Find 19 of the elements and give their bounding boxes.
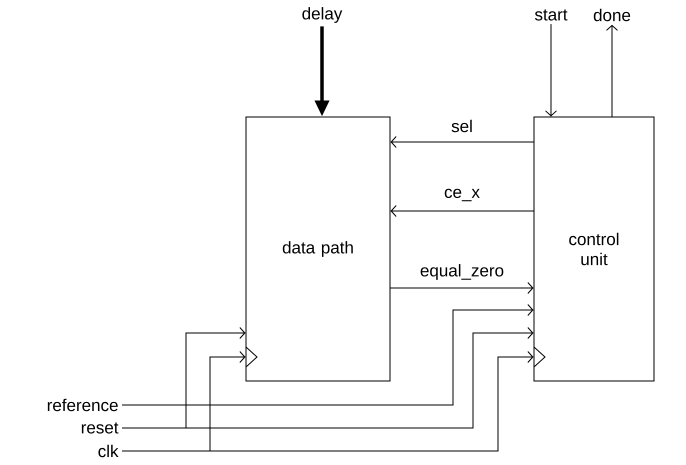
signal-name: clk bbox=[98, 444, 119, 458]
signal-name: reference bbox=[48, 398, 118, 412]
arrow bbox=[390, 136, 534, 148]
signal-name: reset bbox=[82, 422, 118, 434]
signal-name: start bbox=[534, 9, 568, 21]
edge-label: sel bbox=[452, 120, 472, 132]
block-box: data path bbox=[246, 116, 390, 382]
block-box: control unit bbox=[534, 116, 654, 382]
arrow bbox=[390, 205, 534, 217]
arrow bbox=[122, 327, 534, 428]
edge-label: ce_x bbox=[444, 188, 480, 202]
signal-name: done bbox=[594, 8, 630, 22]
arrow bbox=[122, 350, 534, 452]
arrow bbox=[122, 304, 534, 406]
arrow bbox=[390, 282, 534, 294]
arrow bbox=[606, 24, 618, 117]
arrow bbox=[545, 24, 557, 116]
edge-label: equal_zero bbox=[420, 264, 504, 280]
signal-name: delay bbox=[302, 7, 342, 23]
